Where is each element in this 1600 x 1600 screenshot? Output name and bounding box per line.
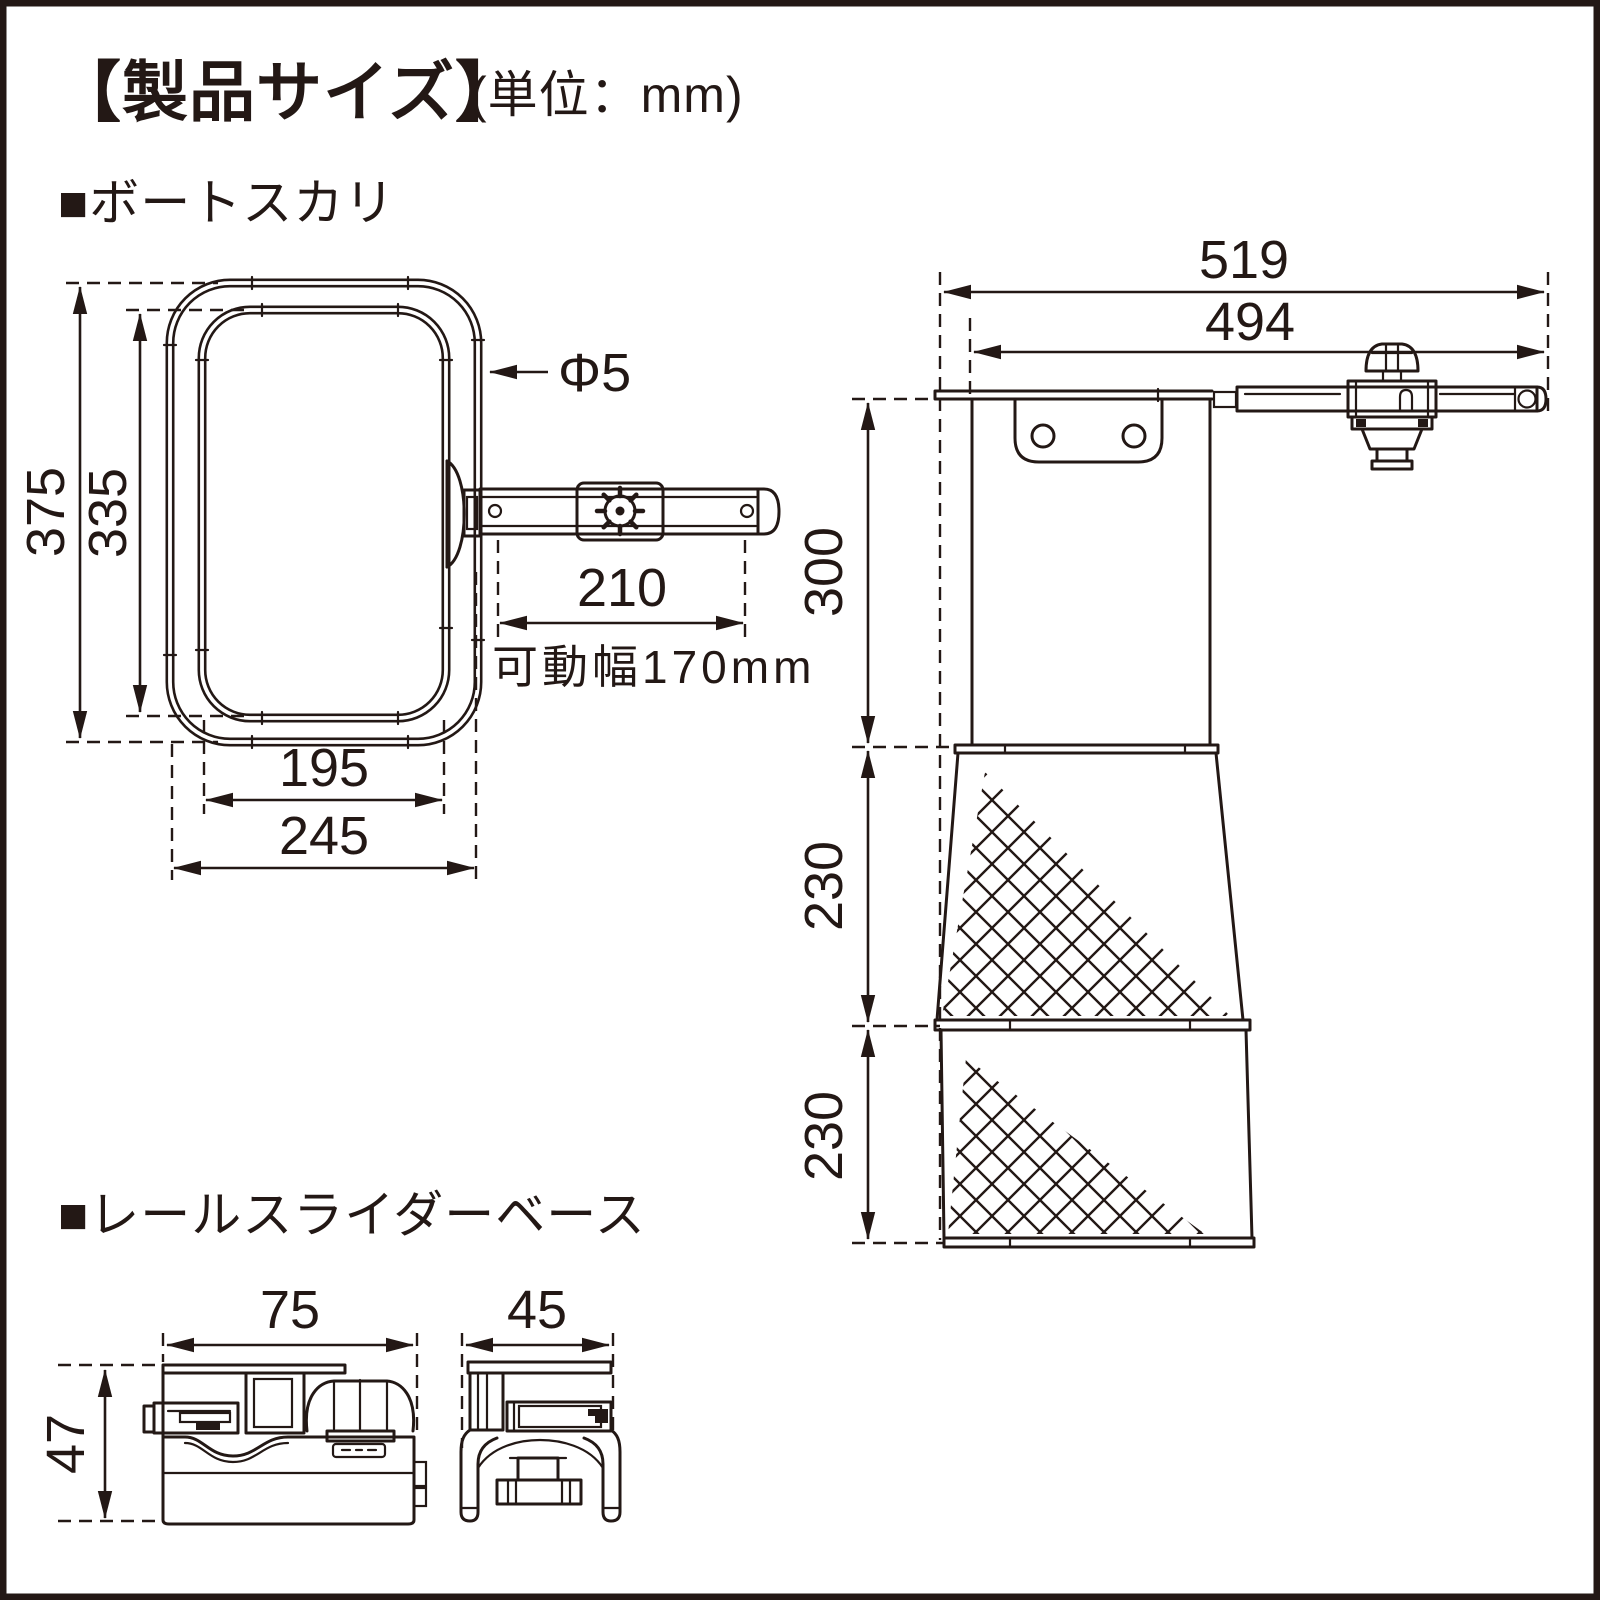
section-title-rail-slider-base: ■レールスライダーベース bbox=[58, 1187, 646, 1243]
dim-label-230-lower: 230 bbox=[794, 1091, 854, 1181]
front-extension-lines bbox=[66, 281, 747, 880]
net-hatch-upper bbox=[942, 772, 1230, 1016]
side-arm-knob-icon bbox=[1364, 342, 1420, 383]
frame-top-bar bbox=[933, 387, 1238, 409]
frame-inner-tube bbox=[197, 305, 451, 723]
dim-label-47: 47 bbox=[36, 1414, 96, 1474]
net-hatch-lower bbox=[948, 1058, 1205, 1234]
dim-label-519: 519 bbox=[1199, 230, 1289, 290]
dim-label-300: 300 bbox=[794, 527, 854, 617]
slide-arm bbox=[478, 481, 781, 542]
side-view-drawing: 519 494 300 230 230 bbox=[794, 230, 1550, 1249]
net-sections bbox=[933, 743, 1256, 1249]
dim-label-245: 245 bbox=[279, 806, 369, 866]
dim-label-335: 335 bbox=[78, 468, 138, 558]
dim-label-phi5: Φ5 bbox=[558, 343, 631, 403]
movable-width-label: 可動幅170mm bbox=[492, 641, 815, 693]
base-extension-lines bbox=[58, 1333, 615, 1523]
section-title-boat-sukari: ■ボートスカリ bbox=[58, 175, 395, 231]
front-view-drawing: 375 335 195 245 210 Φ5 可動幅170mm bbox=[16, 275, 815, 880]
base-view-drawing: 75 45 47 bbox=[36, 1280, 622, 1526]
frame-joint-ticks bbox=[162, 275, 486, 750]
header: 【製品サイズ】 (単位：mm) ■ボートスカリ ■レールスライダーベース bbox=[55, 55, 744, 1243]
dim-label-494: 494 bbox=[1205, 292, 1295, 352]
dim-label-75: 75 bbox=[260, 1280, 320, 1340]
dim-label-375: 375 bbox=[16, 467, 76, 557]
side-dimension-lines bbox=[860, 284, 1545, 1240]
dim-label-195: 195 bbox=[279, 738, 369, 798]
base-knob-icon bbox=[304, 1378, 416, 1443]
dim-label-230-upper: 230 bbox=[794, 841, 854, 931]
base-dimension-lines bbox=[97, 1337, 610, 1519]
dim-label-210: 210 bbox=[577, 558, 667, 618]
side-arm-rail bbox=[1235, 379, 1548, 419]
side-extension-lines bbox=[852, 272, 1550, 1245]
suction-cup bbox=[445, 459, 482, 569]
frame-outer-tube bbox=[165, 278, 483, 747]
unit-note: (単位：mm) bbox=[470, 67, 744, 123]
rail-clamp bbox=[1350, 415, 1434, 471]
base-front-view bbox=[459, 1360, 622, 1523]
front-dimension-lines bbox=[72, 286, 744, 876]
frame-body bbox=[970, 397, 1212, 747]
adjust-knob-icon bbox=[594, 485, 646, 537]
base-side-view bbox=[142, 1363, 428, 1526]
dim-label-45: 45 bbox=[507, 1280, 567, 1340]
page-title: 【製品サイズ】 bbox=[55, 55, 522, 129]
